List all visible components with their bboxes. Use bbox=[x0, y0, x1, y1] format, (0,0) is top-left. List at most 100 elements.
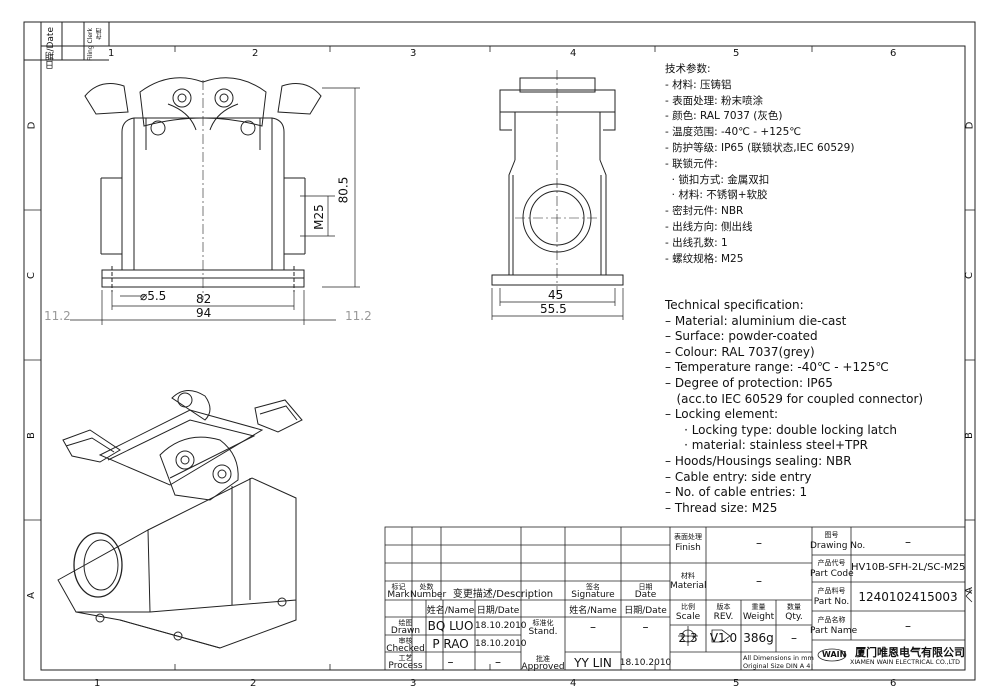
qty-cn: 数量 bbox=[787, 603, 801, 611]
company-name-cn: 厦门唯恩电气有限公司 bbox=[855, 646, 965, 659]
side-dimensions bbox=[491, 288, 624, 320]
filing-clerk-label: Filing Clerk bbox=[87, 28, 94, 62]
date-header-2: 日期/Date bbox=[624, 606, 667, 616]
spec-en-line: · material: stainless steel+TPR bbox=[665, 438, 868, 453]
spec-cn-line: 技术参数: bbox=[665, 63, 711, 75]
zone-bottom-5: 5 bbox=[733, 678, 740, 689]
material-label: Material bbox=[670, 581, 707, 591]
process-label: Process bbox=[388, 661, 423, 671]
spec-english: Technical specification:– Material: alum… bbox=[665, 298, 923, 516]
scale-value: 2:3 bbox=[678, 631, 698, 645]
checked-name: P RAO bbox=[432, 637, 469, 651]
qty-value: – bbox=[791, 631, 797, 645]
stand-name: – bbox=[590, 620, 596, 634]
date-stamp-label: 日期/Date bbox=[46, 27, 56, 70]
spec-en-line: – Colour: RAL 7037(grey) bbox=[665, 344, 815, 359]
mark-label: Mark bbox=[387, 590, 410, 600]
spec-en-line: – Thread size: M25 bbox=[665, 500, 778, 515]
dim-width-82: 82 bbox=[196, 292, 212, 306]
qty-label: Qty. bbox=[785, 612, 803, 622]
stand-date: – bbox=[642, 620, 649, 634]
scale-cn: 比例 bbox=[681, 603, 695, 611]
part-no-value: 1240102415003 bbox=[858, 590, 958, 604]
title-block bbox=[384, 526, 966, 671]
zone-bottom-6: 6 bbox=[890, 678, 897, 689]
dim-height-80-5: 80.5 bbox=[336, 176, 351, 204]
zone-right-d: D bbox=[964, 121, 976, 130]
number-label: Number bbox=[410, 590, 447, 600]
part-name-label: Part Name bbox=[810, 626, 858, 636]
spec-en-line: – Hoods/Housings sealing: NBR bbox=[665, 453, 852, 468]
spec-cn-line: - 联锁元件: bbox=[665, 157, 718, 170]
spec-cn-line: · 材料: 不锈钢+软胶 bbox=[665, 189, 768, 202]
dim-width-94: 94 bbox=[196, 306, 212, 320]
company-name-en: XIAMEN WAIN ELECTRICAL CO.,LTD bbox=[850, 659, 960, 666]
part-code-label: Part Code bbox=[810, 569, 854, 579]
drawing-no-value: – bbox=[905, 535, 911, 549]
spec-en-line: – Temperature range: -40℃ - +125℃ bbox=[665, 360, 889, 375]
side-view bbox=[491, 77, 624, 286]
outer-frame bbox=[23, 21, 976, 681]
rev-label: REV. bbox=[713, 612, 734, 622]
approved-label: Approved bbox=[521, 662, 565, 672]
spec-en-line: – Degree of protection: IP65 bbox=[665, 375, 833, 390]
checked-label: Checked bbox=[386, 644, 425, 654]
approved-date: 18.10.2010 bbox=[619, 658, 672, 668]
zone-left-b: B bbox=[25, 432, 37, 439]
material-cn: 材料 bbox=[681, 572, 695, 580]
zone-top-2: 2 bbox=[252, 48, 259, 59]
approved-cn: 批准 bbox=[536, 655, 550, 663]
drawing-no-label: Drawing No. bbox=[810, 541, 866, 551]
dim-offset-right: 11.2 bbox=[345, 309, 372, 323]
spec-en-line: – No. of cable entries: 1 bbox=[665, 485, 808, 500]
drawn-name: BQ LUO bbox=[427, 619, 474, 633]
spec-en-line: (acc.to IEC 60529 for coupled connector) bbox=[665, 391, 924, 406]
drawn-cn: 绘图 bbox=[398, 619, 413, 627]
zone-right-a: A bbox=[963, 587, 975, 594]
stand-cn: 标准化 bbox=[532, 619, 554, 627]
finish-cn: 表面处理 bbox=[674, 533, 702, 541]
weight-cn: 重量 bbox=[751, 603, 766, 611]
signature-label: Signature bbox=[571, 590, 615, 600]
zone-top-4: 4 bbox=[570, 48, 577, 59]
note-original-size: Original Size DIN A 4 bbox=[743, 662, 811, 670]
spec-en-line: – Surface: powder-coated bbox=[665, 329, 818, 344]
zone-top-6: 6 bbox=[890, 48, 897, 59]
process-cn: 工艺 bbox=[398, 654, 413, 662]
spec-cn-line: - 密封元件: NBR bbox=[665, 205, 744, 218]
spec-cn-line: - 螺纹规格: M25 bbox=[665, 252, 744, 265]
filing-clerk-cn: 存档 bbox=[96, 28, 103, 40]
dim-side-55-5: 55.5 bbox=[540, 302, 567, 316]
dim-side-45: 45 bbox=[548, 288, 564, 302]
front-dimensions bbox=[70, 87, 360, 325]
name-header-2: 姓名/Name bbox=[569, 606, 617, 616]
spec-en-line: – Cable entry: side entry bbox=[665, 469, 812, 484]
zone-top-1: 1 bbox=[108, 48, 115, 59]
zone-right-c: C bbox=[963, 272, 975, 279]
isometric-view bbox=[57, 390, 303, 649]
zone-bottom-2: 2 bbox=[250, 678, 257, 689]
spec-en-line: · Locking type: double locking latch bbox=[665, 422, 898, 437]
spec-cn-line: - 材料: 压铸铝 bbox=[665, 78, 732, 91]
drawn-label: Drawn bbox=[390, 626, 421, 636]
part-code-cn: 产品代号 bbox=[817, 559, 846, 567]
part-no-cn: 产品料号 bbox=[817, 587, 846, 595]
date-cn: 日期 bbox=[638, 583, 653, 591]
zone-bottom-4: 4 bbox=[570, 678, 577, 689]
drawn-date: 18.10.2010 bbox=[475, 621, 527, 631]
zone-top-3: 3 bbox=[410, 48, 417, 59]
spec-cn-line: - 出线方向: 侧出线 bbox=[665, 220, 753, 233]
dim-hole-5-5: ⌀5.5 bbox=[140, 289, 167, 303]
drawing-no-cn: 图号 bbox=[824, 531, 839, 539]
spec-en-line: Technical specification: bbox=[665, 298, 804, 312]
spec-cn-line: - 颜色: RAL 7037 (灰色) bbox=[665, 110, 783, 123]
scale-label: Scale bbox=[675, 612, 701, 622]
zone-left-d: D bbox=[26, 121, 38, 130]
zone-bottom-3: 3 bbox=[410, 678, 417, 689]
number-cn: 处数 bbox=[419, 583, 434, 591]
finish-label: Finish bbox=[675, 543, 701, 553]
process-name: – bbox=[447, 655, 454, 669]
date-header: 日期/Date bbox=[476, 606, 520, 616]
process-date: – bbox=[495, 655, 501, 669]
description-header: 变更描述/Description bbox=[452, 589, 554, 600]
